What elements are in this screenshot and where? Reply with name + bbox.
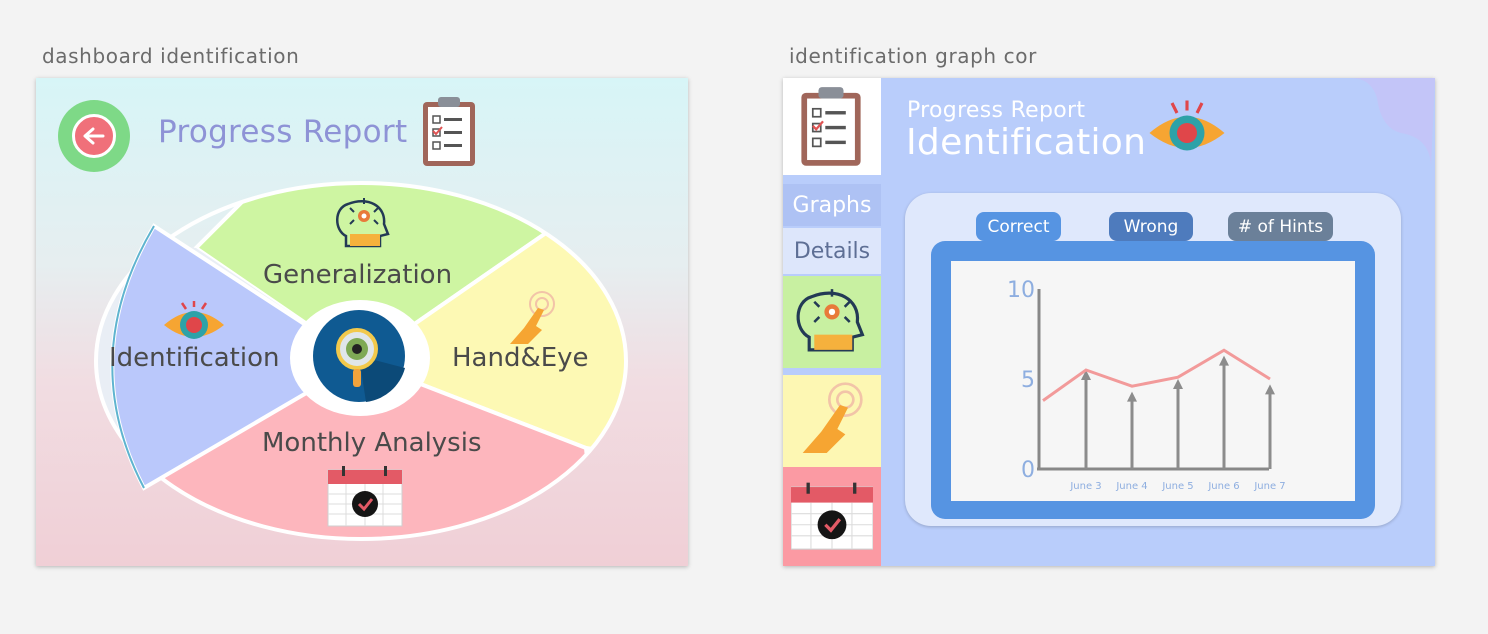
segment-label-monthly-analysis[interactable]: Monthly Analysis [262, 428, 482, 458]
y-tick-label: 10 [1007, 278, 1035, 303]
back-button[interactable] [58, 100, 130, 172]
hand-pointer-icon [802, 382, 863, 453]
y-tick-label: 5 [1021, 368, 1035, 393]
eye-heart-icon [1145, 98, 1229, 163]
legend-wrong-button[interactable]: Wrong [1109, 212, 1193, 241]
calendar-check-icon [791, 482, 873, 550]
clipboard-checklist-icon [801, 87, 861, 166]
tab-details[interactable]: Details [783, 228, 881, 274]
sidebar-tile-monthly[interactable] [783, 467, 881, 566]
value-arrowhead [1127, 391, 1137, 402]
sidebar-tile-hand-eye[interactable] [783, 375, 881, 467]
dashboard-artboard: Progress Report [36, 78, 688, 566]
legend-correct-button[interactable]: Correct [976, 212, 1061, 241]
sidebar-clipboard-tile[interactable] [783, 78, 881, 175]
artboard-label-right[interactable]: identification graph cor [789, 44, 1037, 68]
artboard-label-left[interactable]: dashboard identification [42, 44, 300, 68]
page-title: Progress Report [158, 114, 408, 150]
category-wheel [94, 181, 628, 541]
head-gear-icon [336, 198, 390, 248]
value-arrowhead [1081, 370, 1091, 380]
value-arrowhead [1219, 355, 1229, 366]
x-tick-label: June 4 [1115, 481, 1147, 492]
eye-heart-icon [164, 301, 224, 339]
legend-hints-button[interactable]: # of Hints [1228, 212, 1333, 241]
tab-graphs[interactable]: Graphs [783, 184, 881, 226]
value-arrowhead [1265, 384, 1275, 395]
x-tick-label: June 3 [1069, 481, 1101, 492]
y-tick-label: 0 [1021, 458, 1035, 483]
segment-label-identification[interactable]: Identification [109, 343, 280, 373]
x-tick-label: June 7 [1253, 481, 1285, 492]
calendar-check-icon [327, 466, 403, 527]
series-line [1042, 348, 1271, 402]
segment-label-generalization[interactable]: Generalization [263, 260, 453, 290]
value-arrowhead [1173, 379, 1183, 389]
segment-label-hand-eye[interactable]: Hand&Eye [452, 343, 589, 373]
identification-graph-artboard: Graphs Details [783, 78, 1435, 566]
hand-pointer-icon [510, 291, 555, 344]
detail-title: Identification [906, 122, 1147, 163]
back-arrow-icon [72, 114, 116, 158]
x-tick-label: June 6 [1207, 481, 1239, 492]
sidebar: Graphs Details [783, 78, 881, 566]
head-gear-icon [796, 289, 865, 352]
sidebar-tile-generalization[interactable] [783, 276, 881, 368]
clipboard-checklist-icon [421, 96, 477, 173]
detail-title-small: Progress Report [907, 98, 1086, 123]
x-tick-label: June 5 [1161, 481, 1193, 492]
